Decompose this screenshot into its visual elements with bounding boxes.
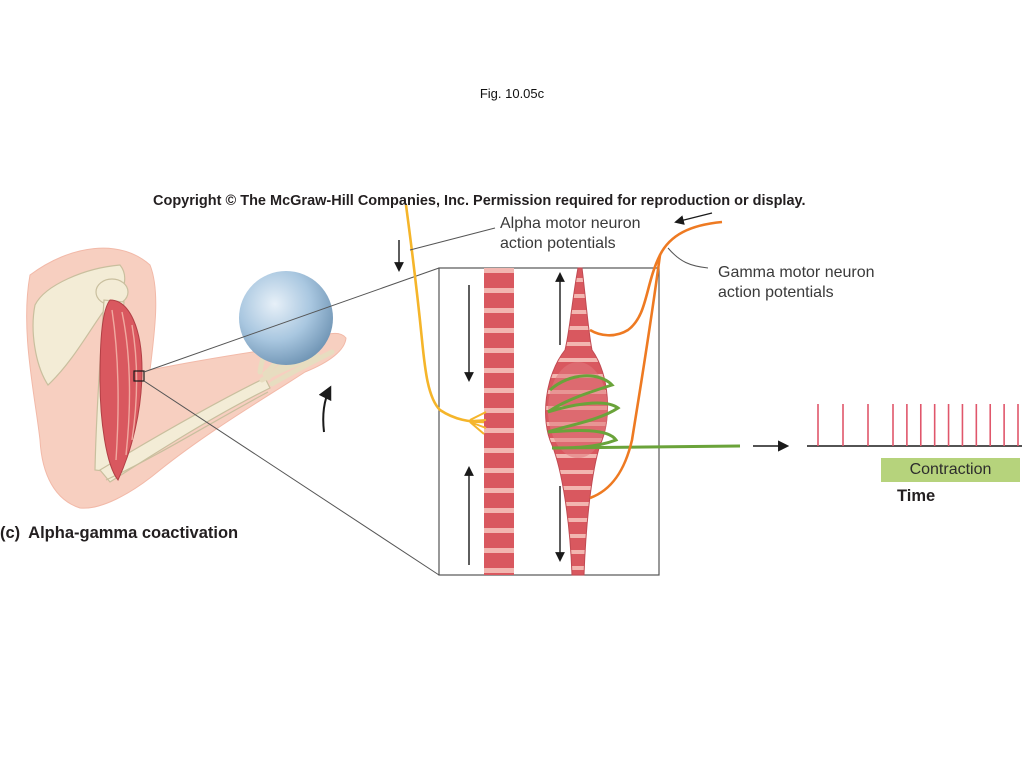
figure-label: Fig. 10.05c [479,86,545,101]
alpha-leader-line [409,227,496,251]
contraction-bar: Contraction [881,458,1020,482]
zoom-line-top [143,267,440,373]
gamma-label-line2: action potentials [718,284,834,301]
biceps-muscle [99,299,143,481]
gamma-arrow [674,212,713,225]
forearm-bones [99,377,271,483]
gamma-label-line1: Gamma motor neuron [718,264,875,281]
alpha-motor-neuron [404,204,485,424]
gamma-label: Gamma motor neuron action potentials [718,263,875,303]
gamma-leader-line [667,247,709,269]
time-label: Time [897,487,936,505]
flexion-arrow [318,385,332,433]
sensory-coil [547,374,741,450]
ball [239,271,333,365]
spike-train [807,404,1022,447]
arm-illustration [26,247,347,509]
zoom-line-bottom [143,380,440,576]
magnified-panel [438,267,741,576]
gamma-motor-neuron [589,220,723,337]
magnify-box [133,370,145,382]
alpha-label: Alpha motor neuron action potentials [500,214,641,254]
caption-text: Alpha-gamma coactivation [28,524,239,542]
extrafusal-fiber [484,268,514,575]
gamma-motor-neuron-lower [589,254,662,500]
alpha-label-line1: Alpha motor neuron [500,215,641,232]
figure-caption: (c) Alpha-gamma coactivation [0,524,238,543]
alpha-label-line2: action potentials [500,235,616,252]
caption-letter: (c) [0,524,21,542]
copyright-notice: Copyright © The McGraw-Hill Companies, I… [153,193,806,209]
